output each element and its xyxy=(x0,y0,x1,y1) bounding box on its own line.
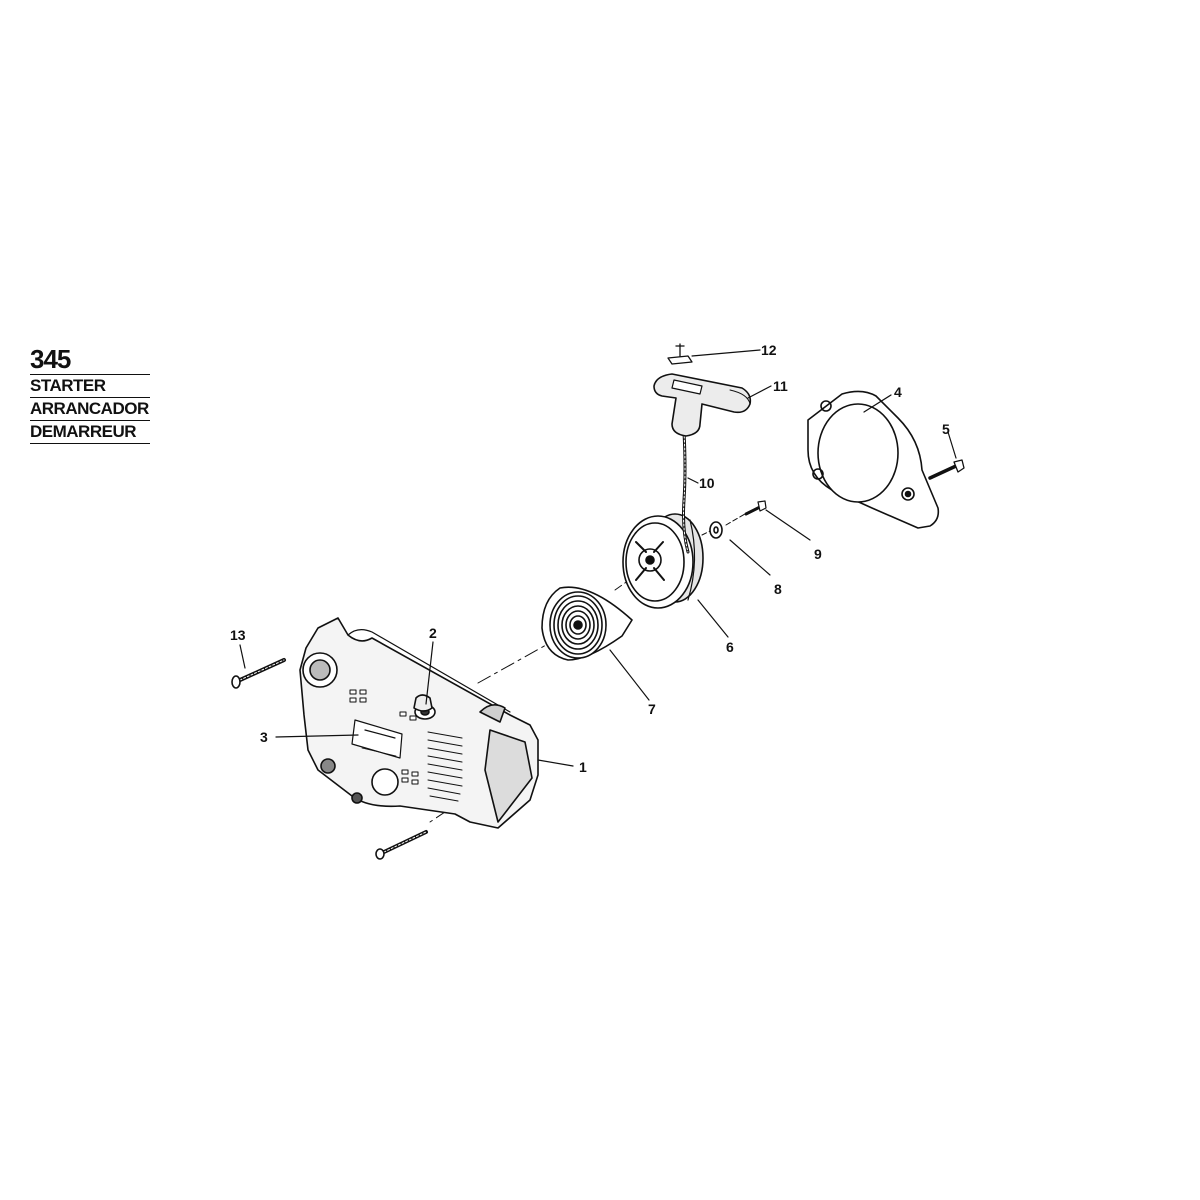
bushing xyxy=(413,694,433,712)
diagram-number: 345 xyxy=(30,345,150,375)
title-spanish: ARRANCADOR xyxy=(30,398,150,421)
decal xyxy=(351,719,403,759)
lower-screw xyxy=(375,830,428,860)
callout-2: 2 xyxy=(429,625,437,641)
rewind-spring xyxy=(541,586,633,661)
title-english: STARTER xyxy=(30,375,150,398)
callout-7: 7 xyxy=(648,701,656,717)
pulley xyxy=(622,513,704,609)
leader-lines xyxy=(239,349,957,767)
washer xyxy=(709,521,723,539)
callout-6: 6 xyxy=(726,639,734,655)
callout-9: 9 xyxy=(814,546,822,562)
callouts: 1 2 3 4 5 6 7 8 9 10 11 12 13 xyxy=(230,342,950,775)
long-screw xyxy=(231,658,286,689)
callout-11: 11 xyxy=(773,378,788,394)
plate-screw xyxy=(928,459,965,480)
starter-handle xyxy=(653,373,752,437)
callout-8: 8 xyxy=(774,581,782,597)
rope-clip xyxy=(667,343,693,365)
small-screw xyxy=(744,500,767,516)
callout-1: 1 xyxy=(579,759,587,775)
title-french: DEMARREUR xyxy=(30,421,150,444)
callout-12: 12 xyxy=(761,342,777,358)
starter-housing xyxy=(299,617,539,829)
callout-5: 5 xyxy=(942,421,950,437)
title-block: 345 STARTER ARRANCADOR DEMARREUR xyxy=(30,345,150,444)
cover-plate xyxy=(807,390,940,529)
starter-rope xyxy=(682,430,690,554)
callout-13: 13 xyxy=(230,627,246,643)
callout-10: 10 xyxy=(699,475,715,491)
callout-4: 4 xyxy=(894,384,902,400)
callout-3: 3 xyxy=(260,729,268,745)
